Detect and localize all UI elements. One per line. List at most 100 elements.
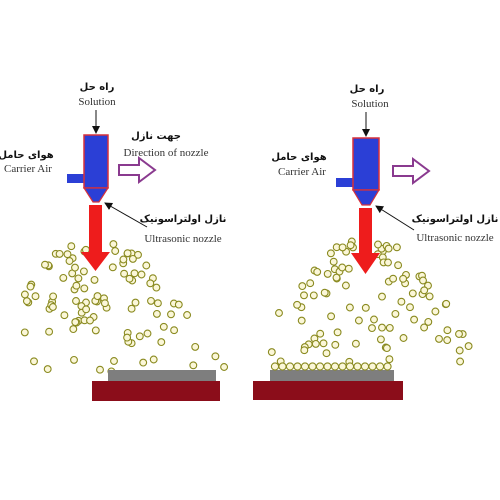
right-carrier-air-label-en: Carrier Air bbox=[278, 166, 326, 178]
droplet bbox=[20, 328, 29, 337]
left-panel: راه حل Solution هوای حامل Carrier Air جه… bbox=[0, 82, 229, 401]
left-droplet-cloud bbox=[20, 240, 229, 376]
droplet bbox=[45, 327, 54, 336]
droplet bbox=[327, 312, 336, 321]
droplet bbox=[346, 241, 355, 250]
droplet bbox=[345, 303, 354, 312]
droplet bbox=[123, 249, 132, 258]
left-carrier-air-label-fa: هوای حامل bbox=[0, 150, 54, 161]
droplet bbox=[170, 326, 179, 335]
droplet bbox=[331, 340, 340, 349]
droplet bbox=[309, 291, 318, 300]
droplet bbox=[354, 316, 363, 325]
droplet bbox=[267, 348, 276, 357]
droplet bbox=[382, 344, 391, 353]
droplet bbox=[385, 323, 394, 332]
droplet bbox=[142, 261, 151, 270]
droplet bbox=[338, 243, 347, 252]
droplet bbox=[385, 355, 394, 364]
droplet bbox=[406, 303, 414, 312]
right-nozzle-body bbox=[352, 137, 380, 191]
droplet bbox=[82, 305, 91, 314]
droplet bbox=[26, 282, 35, 291]
droplet bbox=[376, 335, 385, 344]
droplet bbox=[74, 274, 83, 283]
droplet bbox=[345, 362, 355, 371]
droplet bbox=[374, 240, 382, 249]
droplet bbox=[375, 362, 385, 371]
right-ultrasonic-pointer bbox=[375, 205, 415, 231]
droplet bbox=[152, 309, 161, 318]
droplet bbox=[30, 357, 38, 366]
droplet bbox=[128, 254, 137, 263]
droplet bbox=[149, 355, 158, 364]
droplet bbox=[329, 257, 338, 266]
droplet bbox=[455, 346, 464, 355]
droplet bbox=[130, 269, 139, 278]
droplet bbox=[392, 243, 401, 252]
left-direction-arrow bbox=[118, 156, 157, 184]
droplet bbox=[70, 355, 78, 364]
droplet bbox=[399, 274, 408, 283]
droplet bbox=[270, 362, 280, 371]
droplet bbox=[341, 281, 350, 290]
right-solution-label-fa: راه حل bbox=[350, 84, 385, 95]
droplet bbox=[383, 362, 392, 371]
droplet bbox=[153, 299, 162, 308]
right-ultrasonic-label-fa: نازل اولتراسونیک bbox=[412, 214, 499, 225]
right-spray-arrow bbox=[351, 208, 380, 274]
droplet bbox=[108, 263, 117, 272]
droplet bbox=[125, 274, 134, 283]
droplet bbox=[315, 362, 325, 371]
droplet bbox=[311, 339, 320, 348]
droplet bbox=[378, 323, 386, 332]
droplet bbox=[424, 317, 433, 326]
droplet bbox=[100, 299, 109, 308]
droplet bbox=[275, 309, 283, 317]
droplet bbox=[174, 300, 183, 309]
droplet bbox=[368, 362, 377, 371]
right-deposited-droplet-layer bbox=[270, 362, 392, 371]
droplet bbox=[211, 352, 220, 361]
droplet bbox=[65, 257, 74, 265]
droplet bbox=[443, 336, 452, 345]
droplet bbox=[351, 339, 360, 348]
droplet bbox=[119, 255, 128, 264]
droplet bbox=[370, 315, 378, 324]
left-substrate-film bbox=[108, 370, 216, 381]
droplet bbox=[298, 282, 307, 291]
droplet bbox=[183, 311, 192, 319]
droplet bbox=[111, 247, 120, 255]
droplet bbox=[135, 332, 144, 341]
droplet bbox=[91, 326, 100, 335]
droplet bbox=[391, 309, 400, 318]
droplet bbox=[22, 297, 31, 306]
droplet bbox=[41, 260, 49, 269]
droplet bbox=[293, 362, 302, 371]
droplet bbox=[425, 292, 434, 301]
droplet bbox=[157, 338, 166, 347]
droplet bbox=[368, 324, 376, 333]
droplet bbox=[313, 267, 322, 276]
droplet bbox=[353, 362, 362, 371]
droplet bbox=[338, 263, 347, 272]
droplet bbox=[43, 365, 52, 374]
droplet bbox=[360, 362, 370, 371]
droplet bbox=[159, 322, 168, 331]
right-ultrasonic-label-en: Ultrasonic nozzle bbox=[416, 232, 493, 244]
droplet bbox=[300, 346, 309, 355]
left-carrier-air-label-en: Carrier Air bbox=[4, 163, 52, 175]
droplet bbox=[431, 307, 440, 316]
left-direction-label-fa: جهت نازل bbox=[131, 131, 181, 142]
droplet bbox=[455, 330, 463, 338]
droplet bbox=[86, 316, 94, 325]
droplet bbox=[127, 304, 136, 313]
droplet bbox=[90, 275, 99, 284]
left-nozzle-body bbox=[83, 134, 109, 189]
left-direction-label-en: Direction of nozzle bbox=[124, 147, 209, 159]
left-ultrasonic-pointer bbox=[104, 202, 148, 228]
droplet bbox=[191, 342, 200, 351]
droplet bbox=[146, 279, 155, 288]
droplet bbox=[394, 261, 403, 270]
droplet bbox=[316, 329, 325, 338]
